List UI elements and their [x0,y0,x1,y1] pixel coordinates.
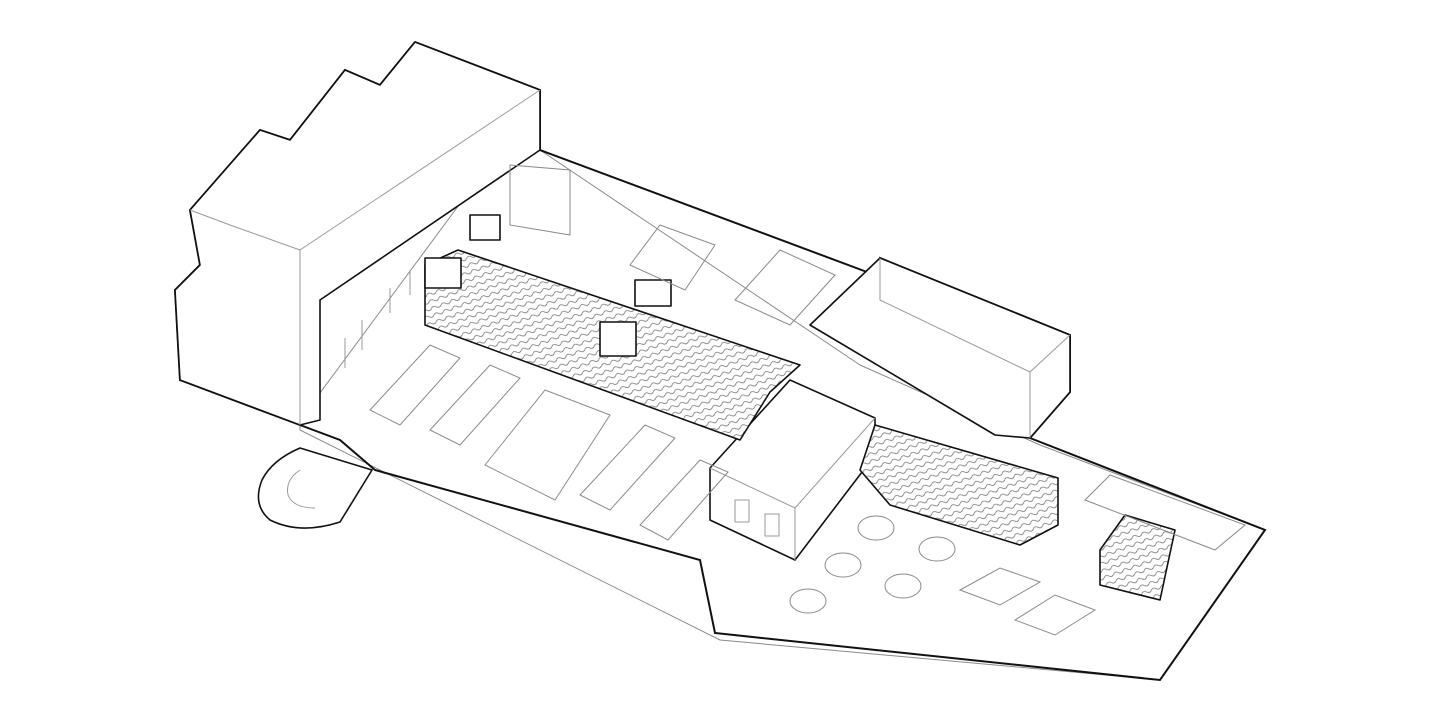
tiled-roof-kiosk [1099,514,1176,601]
spiral-stair [257,447,373,529]
west-tower-block [174,41,541,426]
tower-windows [344,270,411,368]
round-tables [789,515,956,614]
desk-clusters [369,224,1097,636]
meeting-rooms [484,164,1246,551]
core-openings [734,499,780,537]
east-block [809,257,1071,439]
tiled-roof-house-short [859,424,1059,546]
tiled-roof-house-long [424,214,801,441]
